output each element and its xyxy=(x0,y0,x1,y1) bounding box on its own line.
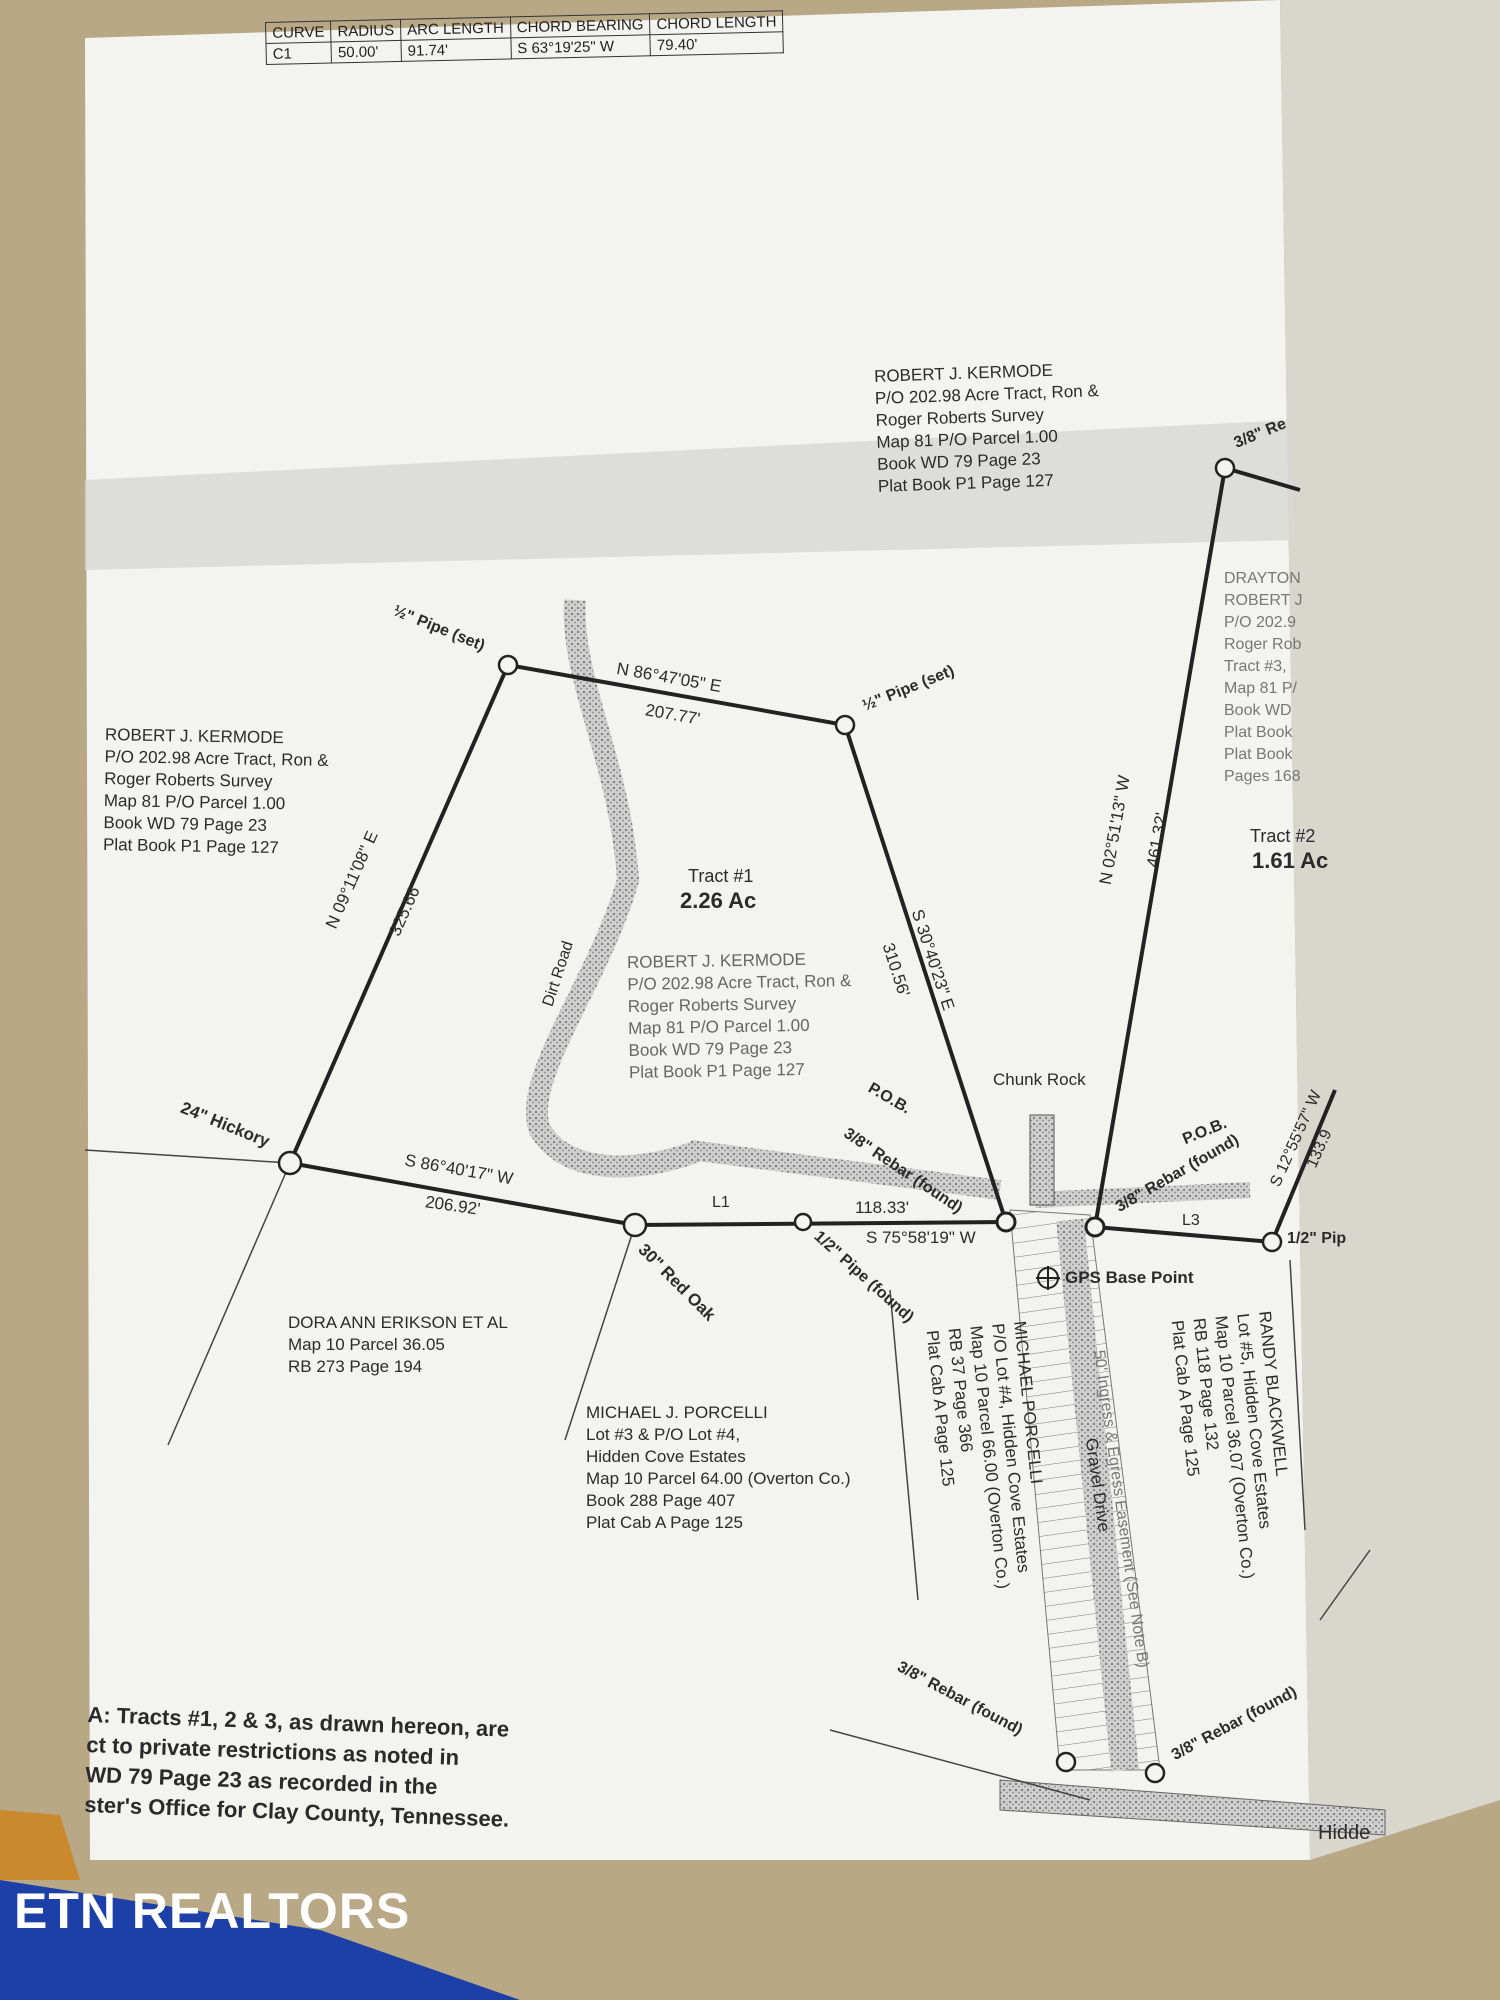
chord-length-header: CHORD LENGTH xyxy=(649,10,784,35)
owner-line: RB 273 Page 194 xyxy=(288,1357,423,1376)
pipe-marker xyxy=(793,1212,813,1232)
owner-line: P/O 202.98 Acre Tract, Ron & xyxy=(627,971,852,994)
radius-header: RADIUS xyxy=(330,19,401,43)
owner-block-left: ROBERT J. KERMODE P/O 202.98 Acre Tract,… xyxy=(103,724,329,860)
pipe-marker xyxy=(834,714,856,736)
rebar-marker xyxy=(1214,457,1236,479)
dirt-road xyxy=(525,599,705,1178)
chord-bearing-cell: S 63°19'25" W xyxy=(510,34,651,59)
tract2-south-line xyxy=(1094,1225,1273,1244)
owner-line: MICHAEL J. PORCELLI xyxy=(586,1403,768,1422)
owner-line: Plat Book xyxy=(1224,746,1293,763)
pipe-marker xyxy=(1261,1231,1283,1253)
owner-line: Roger Rob xyxy=(1224,636,1302,653)
owner-line: Map 81 P/ xyxy=(1224,680,1297,697)
owner-line: Book 288 Page 407 xyxy=(586,1491,736,1510)
owner-line: P/O 202.9 xyxy=(1224,614,1297,631)
blue-object xyxy=(0,1880,520,2000)
gravel-drive xyxy=(1056,1218,1139,1772)
tract2-name: Tract #2 xyxy=(1250,826,1316,846)
owner-line: Pages 168 xyxy=(1224,768,1301,785)
owner-line: Map 10 Parcel 64.00 (Overton Co.) xyxy=(586,1469,851,1488)
owner-line: Plat Book P1 Page 127 xyxy=(628,1059,805,1082)
l1-label: L1 xyxy=(712,1194,730,1211)
tract2-west-line xyxy=(1093,467,1227,1228)
radius-cell: 50.00' xyxy=(331,40,402,63)
owner-line: Map 10 Parcel 36.05 xyxy=(288,1335,445,1354)
l3-label: L3 xyxy=(1182,1212,1200,1229)
owner-block-top: ROBERT J. KERMODE P/O 202.98 Acre Tract,… xyxy=(874,358,1102,498)
chunk-rock xyxy=(1029,1114,1055,1206)
owner-line: ROBERT J xyxy=(1224,592,1303,609)
owner-line: DRAYTON xyxy=(1224,570,1301,587)
pob-marker xyxy=(1084,1216,1106,1238)
south2-bearing: S 75°58'19" W xyxy=(866,1228,976,1247)
rebar-marker xyxy=(1055,1751,1077,1773)
oak-marker xyxy=(622,1212,648,1238)
curve-cell: C1 xyxy=(265,42,332,65)
tract1-name: Tract #1 xyxy=(688,866,754,886)
arc-length-header: ARC LENGTH xyxy=(400,16,511,41)
owner-line: Hidden Cove Estates xyxy=(586,1447,746,1466)
fold-shadow xyxy=(85,420,1295,570)
note-a: A: Tracts #1, 2 & 3, as drawn hereon, ar… xyxy=(84,1700,513,1835)
owner-block-center: ROBERT J. KERMODE P/O 202.98 Acre Tract,… xyxy=(627,948,853,1084)
porcelli-block: MICHAEL J. PORCELLI Lot #3 & P/O Lot #4,… xyxy=(586,1402,851,1534)
pipe-right-label: 1/2" Pip xyxy=(1287,1230,1347,1247)
dora-block: DORA ANN ERIKSON ET AL Map 10 Parcel 36.… xyxy=(288,1312,508,1378)
owner-line: Tract #3, xyxy=(1224,658,1287,675)
gps-label: GPS Base Point xyxy=(1065,1268,1194,1287)
owner-block-right: DRAYTON ROBERT J P/O 202.9 Roger Rob Tra… xyxy=(1224,568,1303,788)
owner-line: Plat Book P1 Page 127 xyxy=(102,835,280,858)
gps-icon xyxy=(1036,1266,1060,1290)
owner-line: Plat Cab A Page 125 xyxy=(586,1513,743,1532)
chord-length-cell: 79.40' xyxy=(650,31,784,56)
tract1-boundary xyxy=(287,663,1009,1228)
pipe-marker xyxy=(497,654,519,676)
chunk-rock-label: Chunk Rock xyxy=(993,1070,1086,1089)
bottom-road-label: Hidde xyxy=(1318,1822,1371,1844)
curve-header: CURVE xyxy=(265,21,332,44)
owner-line: Plat Book xyxy=(1224,724,1293,741)
hickory-marker xyxy=(277,1150,303,1176)
tract1-area: 2.26 Ac xyxy=(680,888,757,913)
owner-line: DORA ANN ERIKSON ET AL xyxy=(288,1313,508,1332)
rebar-marker xyxy=(1144,1762,1166,1784)
south2-length: 118.33' xyxy=(855,1198,909,1217)
owner-line: Lot #3 & P/O Lot #4, xyxy=(586,1425,741,1444)
arc-length-cell: 91.74' xyxy=(400,37,512,62)
bottom-road xyxy=(999,1779,1386,1836)
owner-line: Book WD xyxy=(1224,702,1292,719)
pob-marker xyxy=(995,1211,1017,1233)
tract2-area: 1.61 Ac xyxy=(1252,848,1329,873)
brand-watermark: ETN REALTORS xyxy=(14,1883,411,1939)
